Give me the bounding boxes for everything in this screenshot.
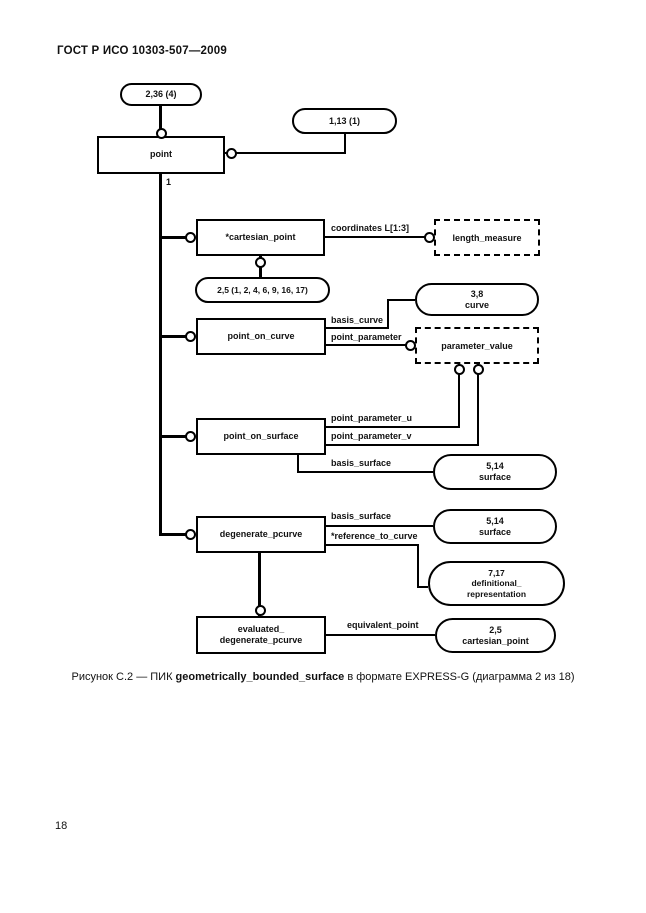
attr-label-coordinates: coordinates L[1:3]	[331, 223, 410, 233]
entity-label: point	[150, 149, 172, 160]
line-coordinates	[325, 236, 434, 238]
connector-circle-parameter-value-left	[405, 340, 416, 351]
line-reference-to-curve-v	[417, 544, 419, 588]
attr-label-basis-surface-a: basis_surface	[331, 458, 392, 468]
pageref-label: surface	[478, 526, 512, 537]
entity-box-degenerate-pcurve: degenerate_pcurve	[196, 516, 326, 553]
pageref-oval-point-right: 1,13 (1)	[292, 108, 397, 134]
pageref-oval-point-supertype: 2,36 (4)	[120, 83, 202, 106]
attr-label-point-parameter: point_parameter	[331, 332, 402, 342]
connector-circle-point-on-surface-left	[185, 431, 196, 442]
line-point-parameter-u-v	[458, 364, 460, 428]
line-point-parameter	[326, 344, 415, 346]
connector-circle-point-top	[156, 128, 167, 139]
connector-circle-cartesian-bottom	[255, 257, 266, 268]
line-degenerate-to-evaluated	[258, 553, 261, 616]
pageref-oval-cartesian-pages: 2,5 (1, 2, 4, 6, 9, 16, 17)	[195, 277, 330, 303]
line-point-parameter-u-h	[326, 426, 460, 428]
connector-circle-evaluated-top	[255, 605, 266, 616]
entity-box-point-on-curve: point_on_curve	[196, 318, 326, 355]
line-basis-surface-a-h	[297, 471, 433, 473]
line-point-right-horizontal	[225, 152, 346, 154]
connector-circle-cartesian-left	[185, 232, 196, 243]
attr-label-point-parameter-u: point_parameter_u	[331, 413, 413, 423]
pageref-label: 5,14	[486, 461, 504, 472]
pageref-label: surface	[478, 472, 512, 482]
pageref-oval-cartesian-point: 2,5 cartesian_point	[435, 618, 556, 653]
entity-label: *cartesian_point	[225, 231, 296, 242]
page-number: 18	[55, 820, 68, 832]
entity-label: evaluated_	[237, 623, 285, 634]
supertype-tree-line	[159, 174, 162, 536]
entity-label: point_on_curve	[227, 330, 295, 341]
pageref-oval-surface-a: 5,14 surface	[433, 454, 557, 490]
connector-circle-point-right	[226, 148, 237, 159]
entity-label: point_on_surface	[223, 430, 299, 441]
line-point-parameter-v-v	[477, 364, 479, 446]
line-basis-surface-a-v	[297, 455, 299, 473]
pageref-label: 2,5 (1, 2, 4, 6, 9, 16, 17)	[217, 284, 308, 295]
connector-circle-parameter-value-bottom-u	[454, 364, 465, 375]
attr-label-basis-surface-b: basis_surface	[331, 511, 392, 521]
pageref-label: cartesian_point	[462, 635, 529, 646]
type-box-parameter-value: parameter_value	[415, 327, 539, 364]
branch-line-point-on-curve	[159, 335, 188, 338]
caption-prefix: Рисунок С.2 — ПИК	[71, 671, 176, 683]
line-equivalent-point	[326, 634, 435, 636]
connector-circle-point-on-curve-left	[185, 331, 196, 342]
line-basis-surface-b	[326, 525, 433, 527]
figure-caption: Рисунок С.2 — ПИК geometrically_bounded_…	[0, 671, 646, 683]
pageref-label: 2,36 (4)	[145, 89, 177, 100]
attr-label-reference-to-curve: *reference_to_curve	[331, 531, 418, 541]
line-point-parameter-v-h	[326, 444, 479, 446]
line-reference-to-curve-h2	[417, 586, 428, 588]
caption-entity-name: geometrically_bounded_surface	[175, 671, 345, 683]
pageref-label: 3,8	[470, 288, 484, 299]
entity-box-cartesian-point: *cartesian_point	[196, 219, 325, 256]
pageref-label: curve	[464, 299, 490, 310]
line-pageref-to-point	[159, 106, 162, 130]
pageref-label: 2,5	[489, 624, 502, 635]
pageref-oval-curve: 3,8 curve	[415, 283, 539, 316]
line-basis-curve-h1	[326, 327, 389, 329]
entity-label: degenerate_pcurve	[219, 635, 303, 645]
attr-label-basis-curve: basis_curve	[331, 315, 384, 325]
entity-box-point-on-surface: point_on_surface	[196, 418, 326, 455]
entity-box-point: point	[97, 136, 225, 174]
line-point-right-vertical	[344, 133, 346, 154]
type-label: parameter_value	[441, 340, 513, 351]
line-reference-to-curve-h1	[326, 544, 419, 546]
type-label: length_measure	[452, 232, 522, 243]
branch-line-point-on-surface	[159, 435, 188, 438]
type-box-length-measure: length_measure	[434, 219, 540, 256]
attr-label-equivalent-point: equivalent_point	[347, 620, 419, 630]
caption-suffix: в формате EXPRESS-G (диаграмма 2 из 18)	[344, 671, 575, 683]
pageref-oval-surface-b: 5,14 surface	[433, 509, 557, 544]
entity-label: degenerate_pcurve	[219, 528, 303, 539]
pageref-label: 5,14	[486, 515, 504, 526]
pageref-oval-definitional-representation: 7,17 definitional_ representation	[428, 561, 565, 606]
pageref-label: 1,13 (1)	[328, 115, 361, 126]
pageref-label: representation	[466, 588, 527, 599]
line-basis-curve-h2	[387, 299, 415, 301]
pageref-label: definitional_	[471, 578, 522, 589]
pageref-label: 7,17	[488, 568, 505, 579]
connector-circle-degenerate-left	[185, 529, 196, 540]
line-basis-curve-v	[387, 299, 389, 329]
cardinality-label: 1	[166, 177, 172, 187]
entity-box-evaluated-degenerate-pcurve: evaluated_ degenerate_pcurve	[196, 616, 326, 654]
connector-circle-length-measure	[424, 232, 435, 243]
branch-line-cartesian-point	[159, 236, 188, 239]
branch-line-degenerate-pcurve	[159, 533, 188, 536]
document-header: ГОСТ Р ИСО 10303-507—2009	[57, 45, 227, 57]
attr-label-point-parameter-v: point_parameter_v	[331, 431, 412, 441]
connector-circle-parameter-value-bottom-v	[473, 364, 484, 375]
